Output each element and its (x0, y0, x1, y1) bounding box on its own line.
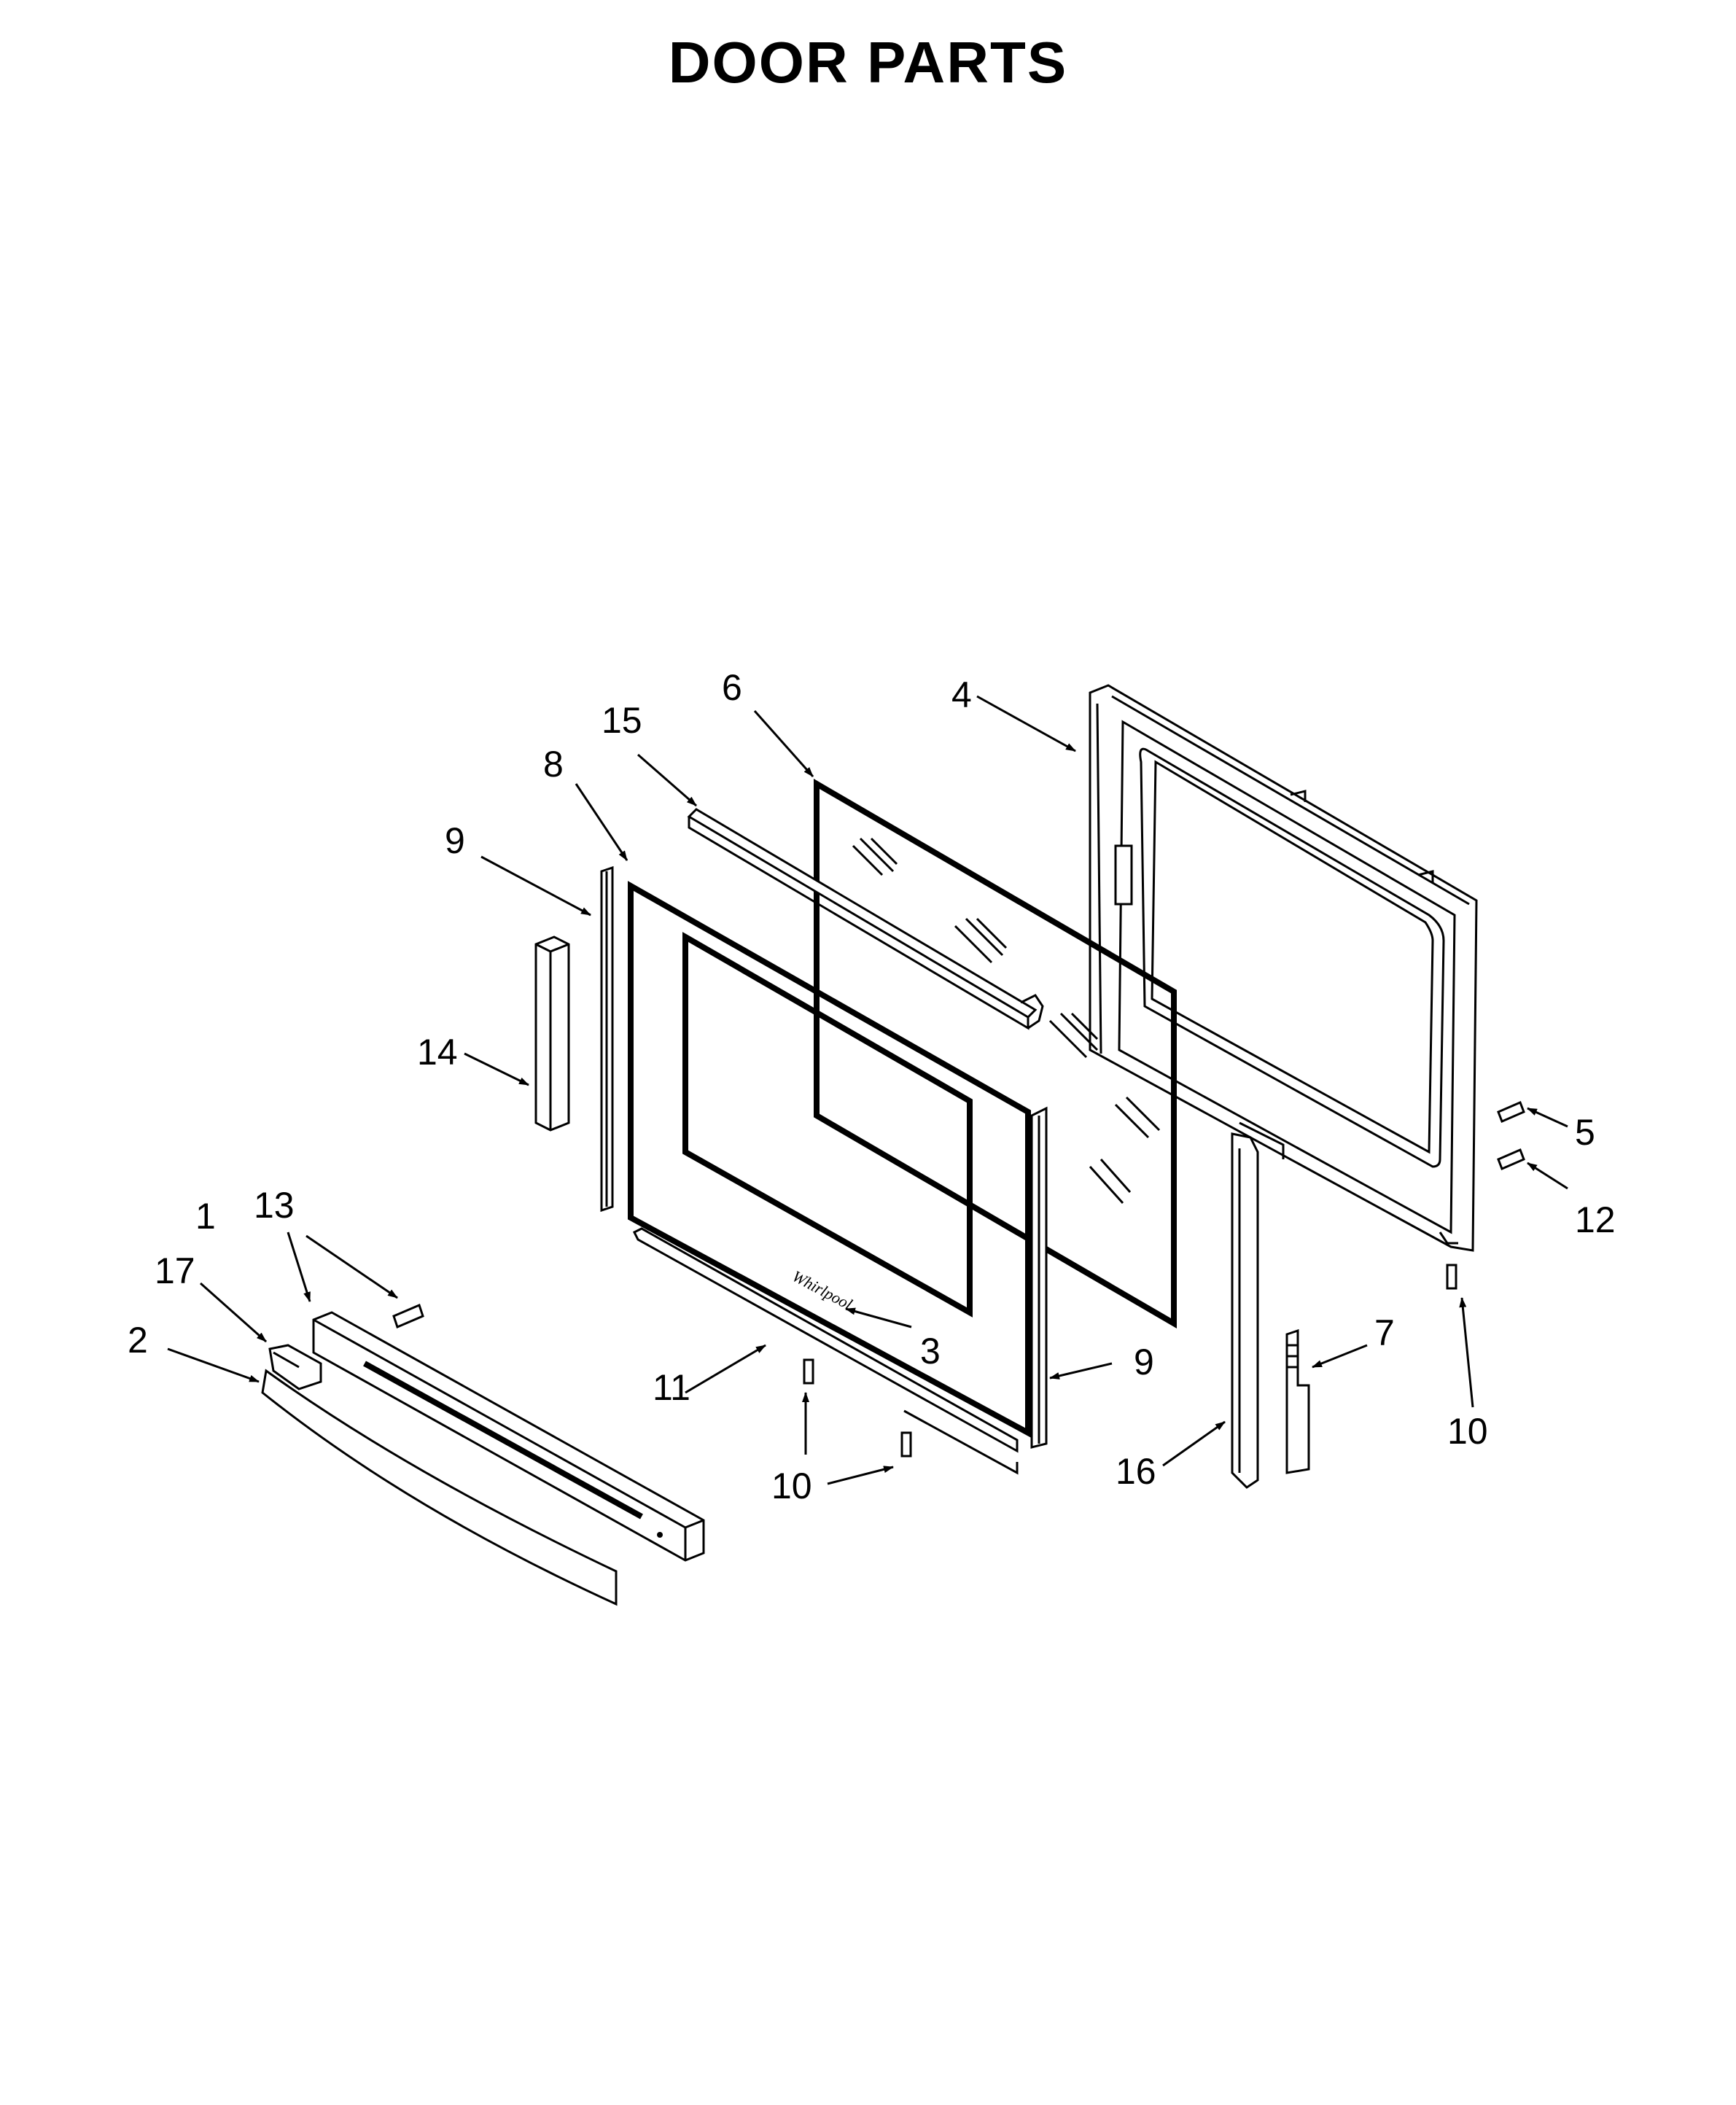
callout-5: 5 (1575, 1112, 1595, 1153)
screw-12 (1497, 1148, 1525, 1170)
callout-12: 12 (1575, 1199, 1616, 1240)
top-channel (687, 808, 1044, 1030)
callout-8: 8 (543, 744, 564, 785)
door-handle (261, 1369, 618, 1606)
callout-7: 7 (1374, 1312, 1395, 1353)
page-title: DOOR PARTS (668, 30, 1068, 95)
callout-6: 6 (722, 667, 742, 708)
callout-1: 1 (195, 1196, 216, 1237)
hinge-receiver (1231, 1132, 1259, 1489)
inner-glass (814, 779, 1177, 1328)
callout-9-right: 9 (1134, 1342, 1154, 1382)
callout-3: 3 (920, 1331, 941, 1371)
outer-door-frame (1089, 684, 1478, 1252)
left-side-seal (600, 865, 614, 1213)
hinge (1285, 1328, 1310, 1474)
screw-10-b (900, 1431, 912, 1458)
door-panel: Whirlpool (628, 881, 1031, 1438)
bottom-channel (632, 1227, 1019, 1475)
screw-10-c (1446, 1264, 1457, 1290)
right-side-seal (1030, 1106, 1048, 1449)
callout-10-right: 10 (1447, 1411, 1488, 1452)
handle-end-cap (268, 1344, 322, 1390)
leader-lines (167, 695, 1568, 1485)
callout-14: 14 (417, 1032, 458, 1073)
spacer (534, 935, 570, 1132)
callout-17: 17 (155, 1250, 195, 1291)
callout-16: 16 (1116, 1451, 1156, 1492)
screw-13 (392, 1303, 424, 1329)
screw-10-a (803, 1358, 814, 1385)
callout-9-left: 9 (445, 820, 465, 861)
callout-13: 13 (254, 1185, 295, 1226)
door-trim (312, 1311, 705, 1562)
callout-15: 15 (602, 700, 642, 741)
callout-2: 2 (128, 1320, 148, 1361)
callout-10-left: 10 (771, 1466, 812, 1506)
callout-11: 11 (653, 1367, 690, 1408)
screw-5 (1497, 1101, 1525, 1123)
callout-4: 4 (951, 674, 972, 715)
